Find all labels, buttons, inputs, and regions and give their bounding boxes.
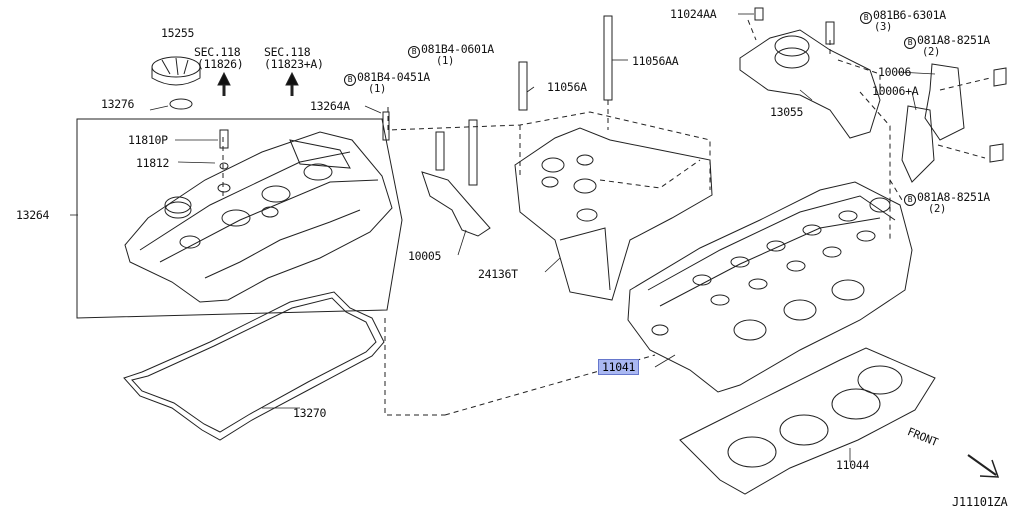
bolt-code-4: 081A8-8251A	[917, 33, 990, 47]
label-13055[interactable]: 13055	[770, 105, 804, 119]
bolt-qty-5: (2)	[928, 203, 947, 215]
front-cover-drawing	[514, 127, 713, 301]
bolt-qty-3: (3)	[874, 21, 893, 33]
oil-cap-drawing	[151, 56, 201, 110]
bolt-drawings	[382, 7, 1007, 186]
label-11810p[interactable]: 11810P	[128, 133, 168, 147]
diagram-id: J11101ZA	[952, 495, 1008, 509]
bracket-10006a-drawing	[901, 105, 935, 183]
label-11041-highlighted[interactable]: 11041	[598, 359, 640, 375]
label-13276[interactable]: 13276	[101, 97, 135, 111]
b-circle-icon: B	[408, 46, 420, 58]
sec-118-ref-2: (11823+A)	[264, 57, 324, 71]
bracket-10005-drawing	[421, 171, 491, 237]
sec-118-ref-1: (11826)	[197, 57, 244, 71]
label-15255[interactable]: 15255	[161, 26, 195, 40]
bolt-code-1: 081B4-0451A	[357, 70, 430, 84]
b-circle-icon: B	[860, 12, 872, 24]
b-circle-icon: B	[904, 37, 916, 49]
bolt-code-2: 081B4-0601A	[421, 42, 494, 56]
valve-cover-drawing	[124, 129, 393, 303]
cover-gasket-drawing	[123, 291, 385, 441]
sec-118-label-1[interactable]: SEC.118	[194, 45, 241, 59]
bolt-qty-2: (1)	[436, 55, 455, 67]
sec-118-label-2[interactable]: SEC.118	[264, 45, 311, 59]
bolt-code-3: 081B6-6301A	[873, 8, 946, 22]
label-11044[interactable]: 11044	[836, 458, 870, 472]
label-11812[interactable]: 11812	[136, 156, 170, 170]
label-10005[interactable]: 10005	[408, 249, 442, 263]
cover-bracket-box	[76, 118, 403, 319]
bolt-code-5: 081A8-8251A	[917, 190, 990, 204]
cylinder-head-drawing	[627, 181, 913, 393]
label-13270[interactable]: 13270	[293, 406, 327, 420]
front-arrow	[967, 454, 997, 476]
label-11056a[interactable]: 11056A	[547, 80, 587, 94]
b-circle-icon: B	[904, 194, 916, 206]
label-10006[interactable]: 10006	[878, 65, 912, 79]
bolt-qty-4: (2)	[922, 46, 941, 58]
b-circle-icon: B	[344, 74, 356, 86]
label-24136t[interactable]: 24136T	[478, 267, 518, 281]
bolt-qty-1: (1)	[368, 83, 387, 95]
head-gasket-drawing	[679, 347, 936, 495]
bracket-13055-drawing	[739, 29, 881, 139]
label-13264a[interactable]: 13264A	[310, 99, 350, 113]
bracket-10006-drawing	[924, 63, 965, 141]
label-13264[interactable]: 13264	[16, 208, 50, 222]
label-10006a[interactable]: 10006+A	[872, 84, 919, 98]
label-11056aa[interactable]: 11056AA	[632, 54, 679, 68]
label-11024aa[interactable]: 11024AA	[670, 7, 717, 21]
